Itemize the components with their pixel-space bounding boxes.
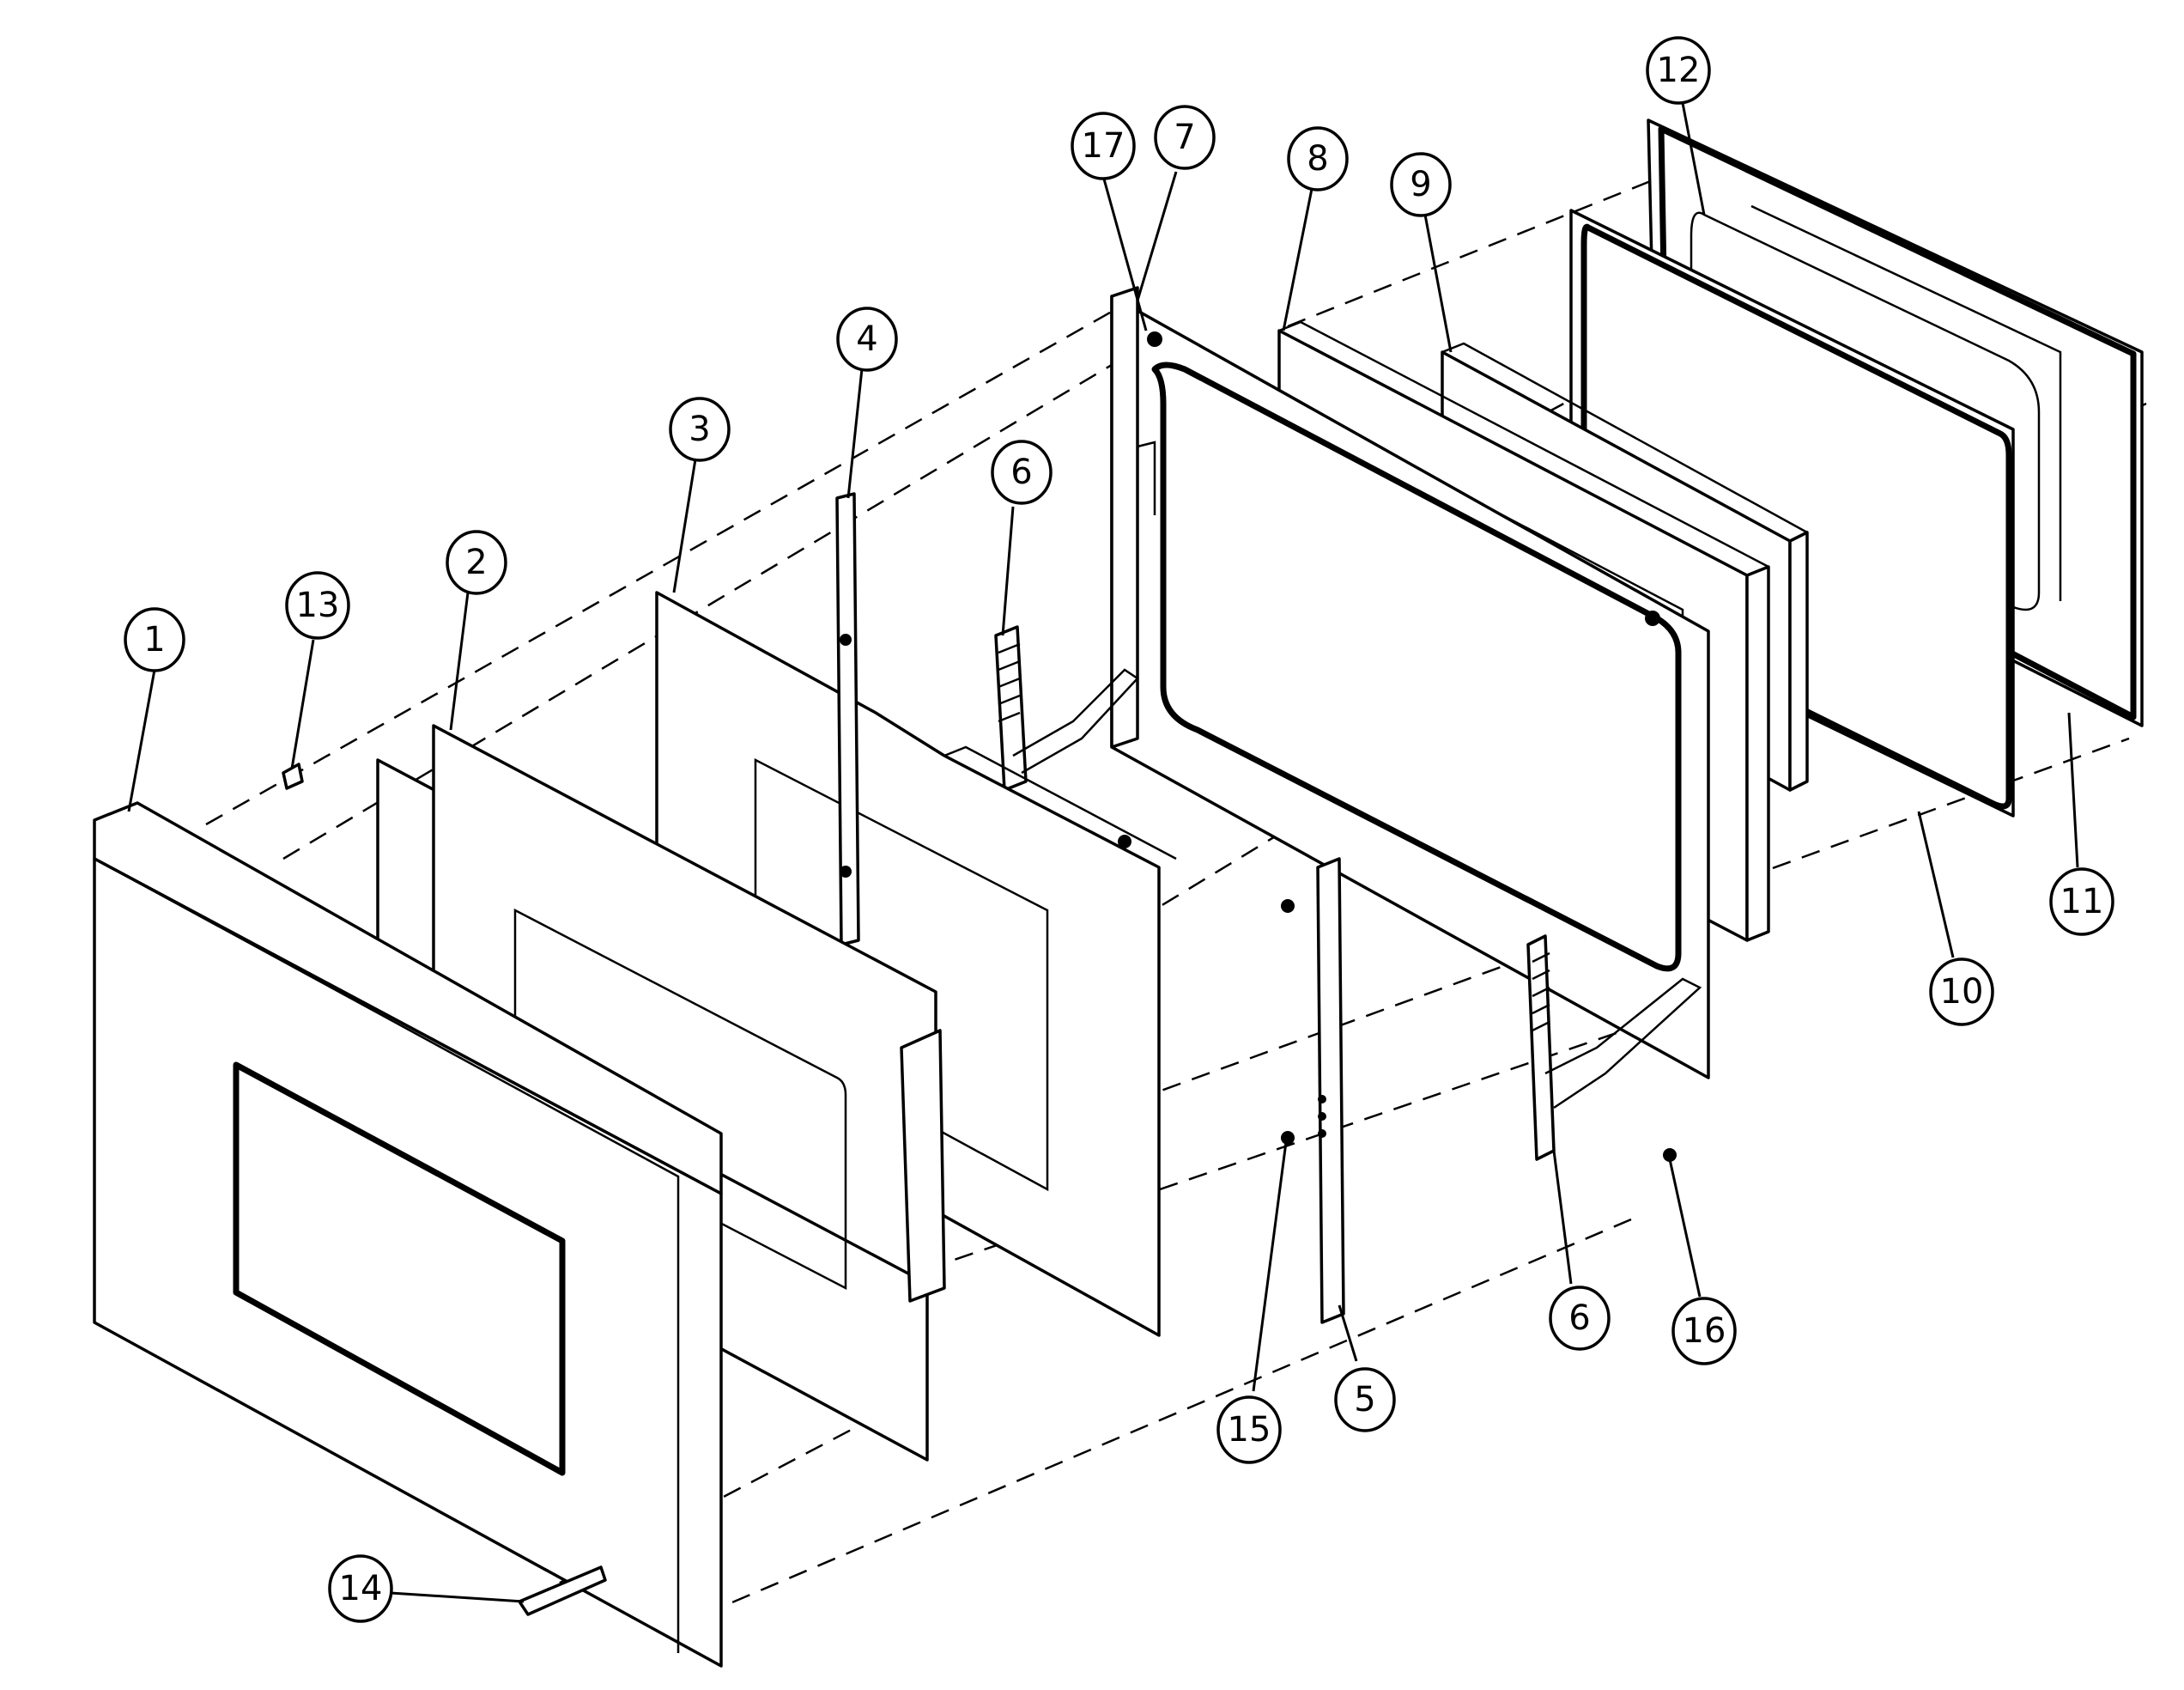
part-1-front-door-panel <box>93 801 723 1668</box>
callout-16-label: 16 <box>1683 1311 1726 1351</box>
callout-6-left-label: 6 <box>1010 453 1032 492</box>
callout-3: 3 <box>669 397 731 462</box>
part-5-hinge-channel <box>1316 857 1345 1324</box>
callout-4: 4 <box>836 307 898 372</box>
screws <box>1118 835 1677 1162</box>
callout-6-right-label: 6 <box>1568 1298 1590 1338</box>
callout-5-label: 5 <box>1354 1380 1375 1419</box>
callout-1-label: 1 <box>143 620 165 660</box>
callout-16: 16 <box>1671 1297 1737 1365</box>
callout-13: 13 <box>285 571 350 640</box>
callout-8: 8 <box>1287 126 1349 191</box>
callout-2-label: 2 <box>465 543 487 582</box>
callout-15-label: 15 <box>1228 1410 1271 1450</box>
part-6-hinge-left <box>994 625 1139 792</box>
part-4-hinge-channel <box>835 492 860 946</box>
part-13-screw <box>282 763 304 790</box>
callout-11: 11 <box>2049 867 2114 936</box>
callout-10-label: 10 <box>1940 972 1984 1012</box>
callout-9: 9 <box>1390 152 1452 217</box>
callout-2: 2 <box>446 530 507 595</box>
part-14-clip <box>518 1565 607 1616</box>
callout-15: 15 <box>1216 1395 1282 1464</box>
callout-4-label: 4 <box>856 319 877 359</box>
callout-6-left: 6 <box>991 440 1053 505</box>
callout-14-label: 14 <box>339 1569 383 1608</box>
callout-5: 5 <box>1334 1367 1396 1432</box>
callout-1: 1 <box>124 607 185 672</box>
callout-12-label: 12 <box>1657 51 1701 90</box>
callout-10: 10 <box>1929 957 1994 1026</box>
callout-7: 7 <box>1154 105 1216 170</box>
callout-12: 12 <box>1646 36 1711 105</box>
callout-11-label: 11 <box>2060 882 2104 921</box>
part-7-door-liner <box>1110 286 1710 1079</box>
callout-3-label: 3 <box>689 410 710 449</box>
callout-17-label: 17 <box>1082 126 1125 166</box>
callout-13-label: 13 <box>296 586 340 625</box>
callout-17: 17 <box>1071 112 1136 180</box>
callout-8-label: 8 <box>1307 139 1328 179</box>
callout-6-right: 6 <box>1549 1286 1611 1351</box>
callout-14: 14 <box>328 1554 393 1623</box>
callout-7-label: 7 <box>1174 118 1195 157</box>
callout-9-label: 9 <box>1410 165 1431 204</box>
callout-leaders <box>127 102 2079 1603</box>
